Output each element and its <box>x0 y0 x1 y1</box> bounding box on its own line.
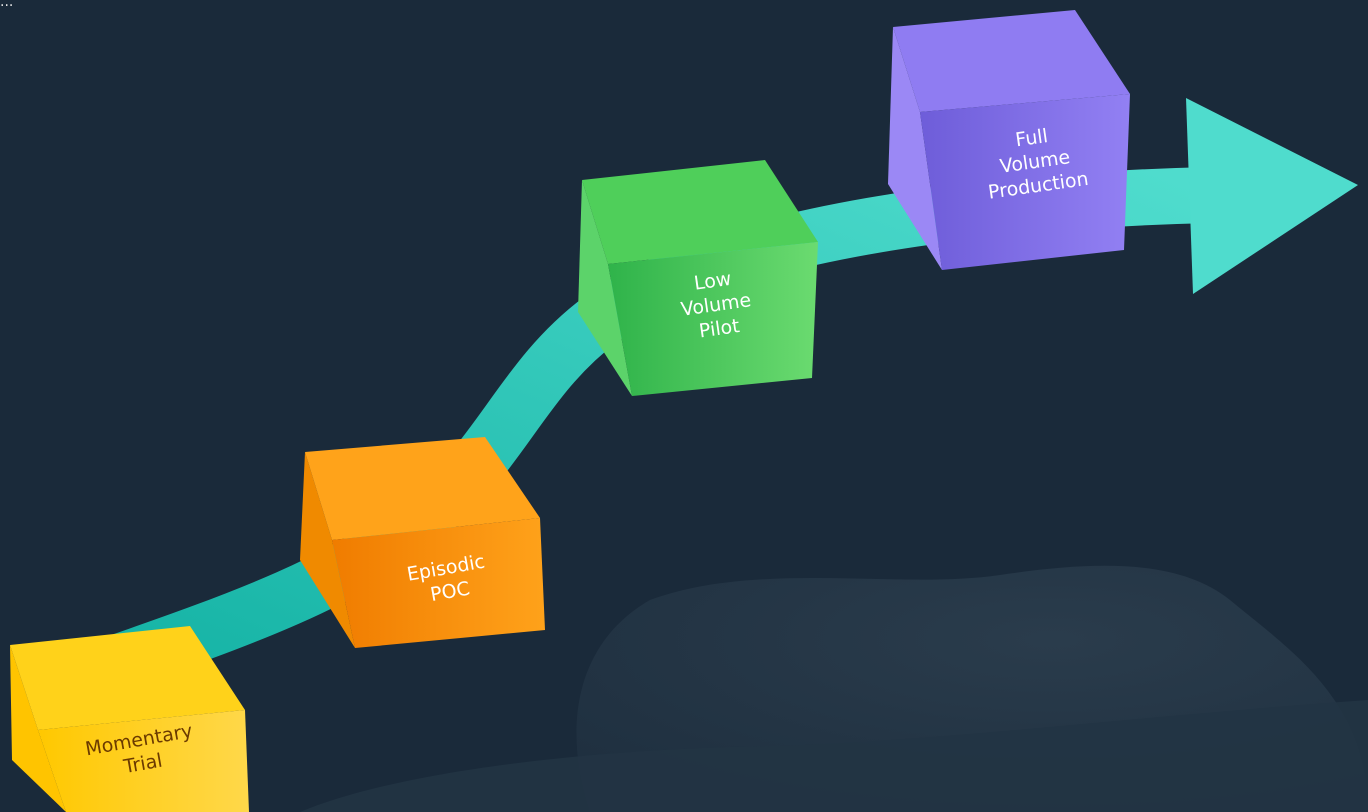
cube-front-face <box>920 94 1130 270</box>
stage-label-line: Full <box>1014 125 1049 151</box>
stage-label-low-volume: LowVolumePilot <box>676 265 756 344</box>
arrow-head <box>1186 98 1358 294</box>
cube-left-face <box>300 452 355 648</box>
stage-cube-full-volume: FullVolumeProduction <box>888 10 1130 270</box>
cube-front-face <box>38 710 249 812</box>
stage-cube-momentary: MomentaryTrial <box>10 626 249 812</box>
cube-front-face <box>332 518 545 648</box>
cube-left-face <box>578 180 632 396</box>
cube-top-face <box>893 10 1130 112</box>
cube-top-face <box>305 437 540 540</box>
cube-left-face <box>888 27 942 270</box>
cube-left-face <box>10 645 66 812</box>
cube-top-face <box>582 160 818 264</box>
stage-cube-episodic: EpisodicPOC <box>300 437 545 648</box>
background-blob-lower <box>300 700 1368 812</box>
cube-front-face <box>608 242 818 396</box>
stage-label-line: Low <box>693 268 733 295</box>
top-caption: ... <box>0 0 14 10</box>
cube-top-face <box>10 626 245 730</box>
stage-cube-low-volume: LowVolumePilot <box>578 160 818 396</box>
